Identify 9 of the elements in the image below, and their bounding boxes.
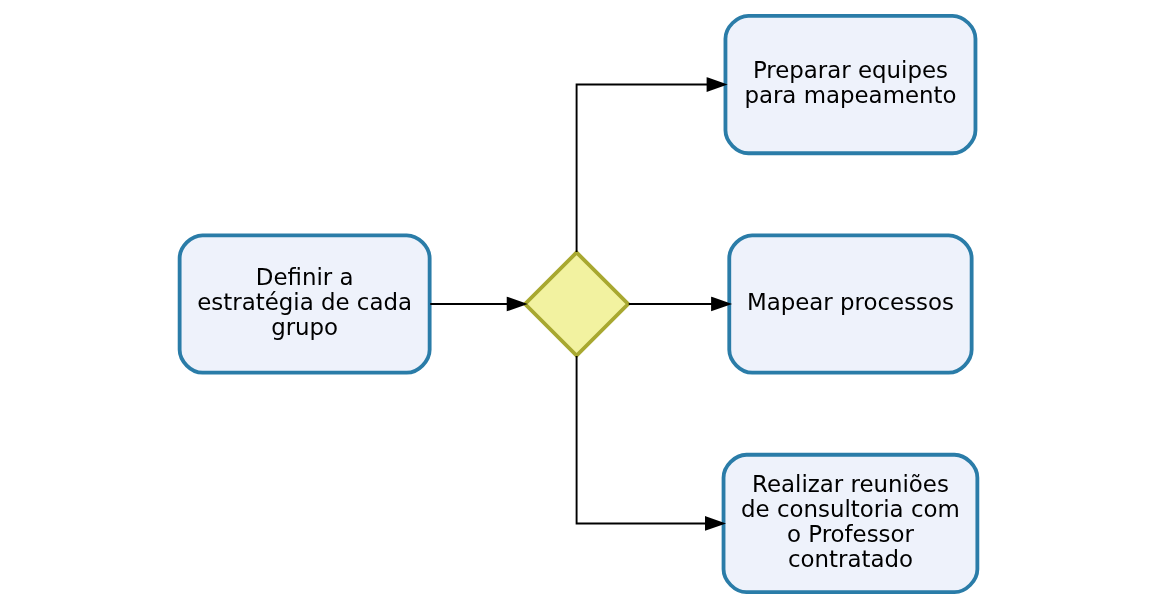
arrow <box>627 296 733 312</box>
node-box: Preparar equipes para mapeamento <box>723 13 978 156</box>
node-box: Mapear processos <box>727 233 974 375</box>
arrow <box>575 77 728 253</box>
node-diamond <box>522 249 631 359</box>
node-box: Realizar reuniões de consultoria com o Professor contratado <box>721 452 980 595</box>
arrow <box>429 296 528 312</box>
node-box: Definir a estratégia de cada grupo <box>177 233 432 375</box>
arrow <box>575 355 727 531</box>
